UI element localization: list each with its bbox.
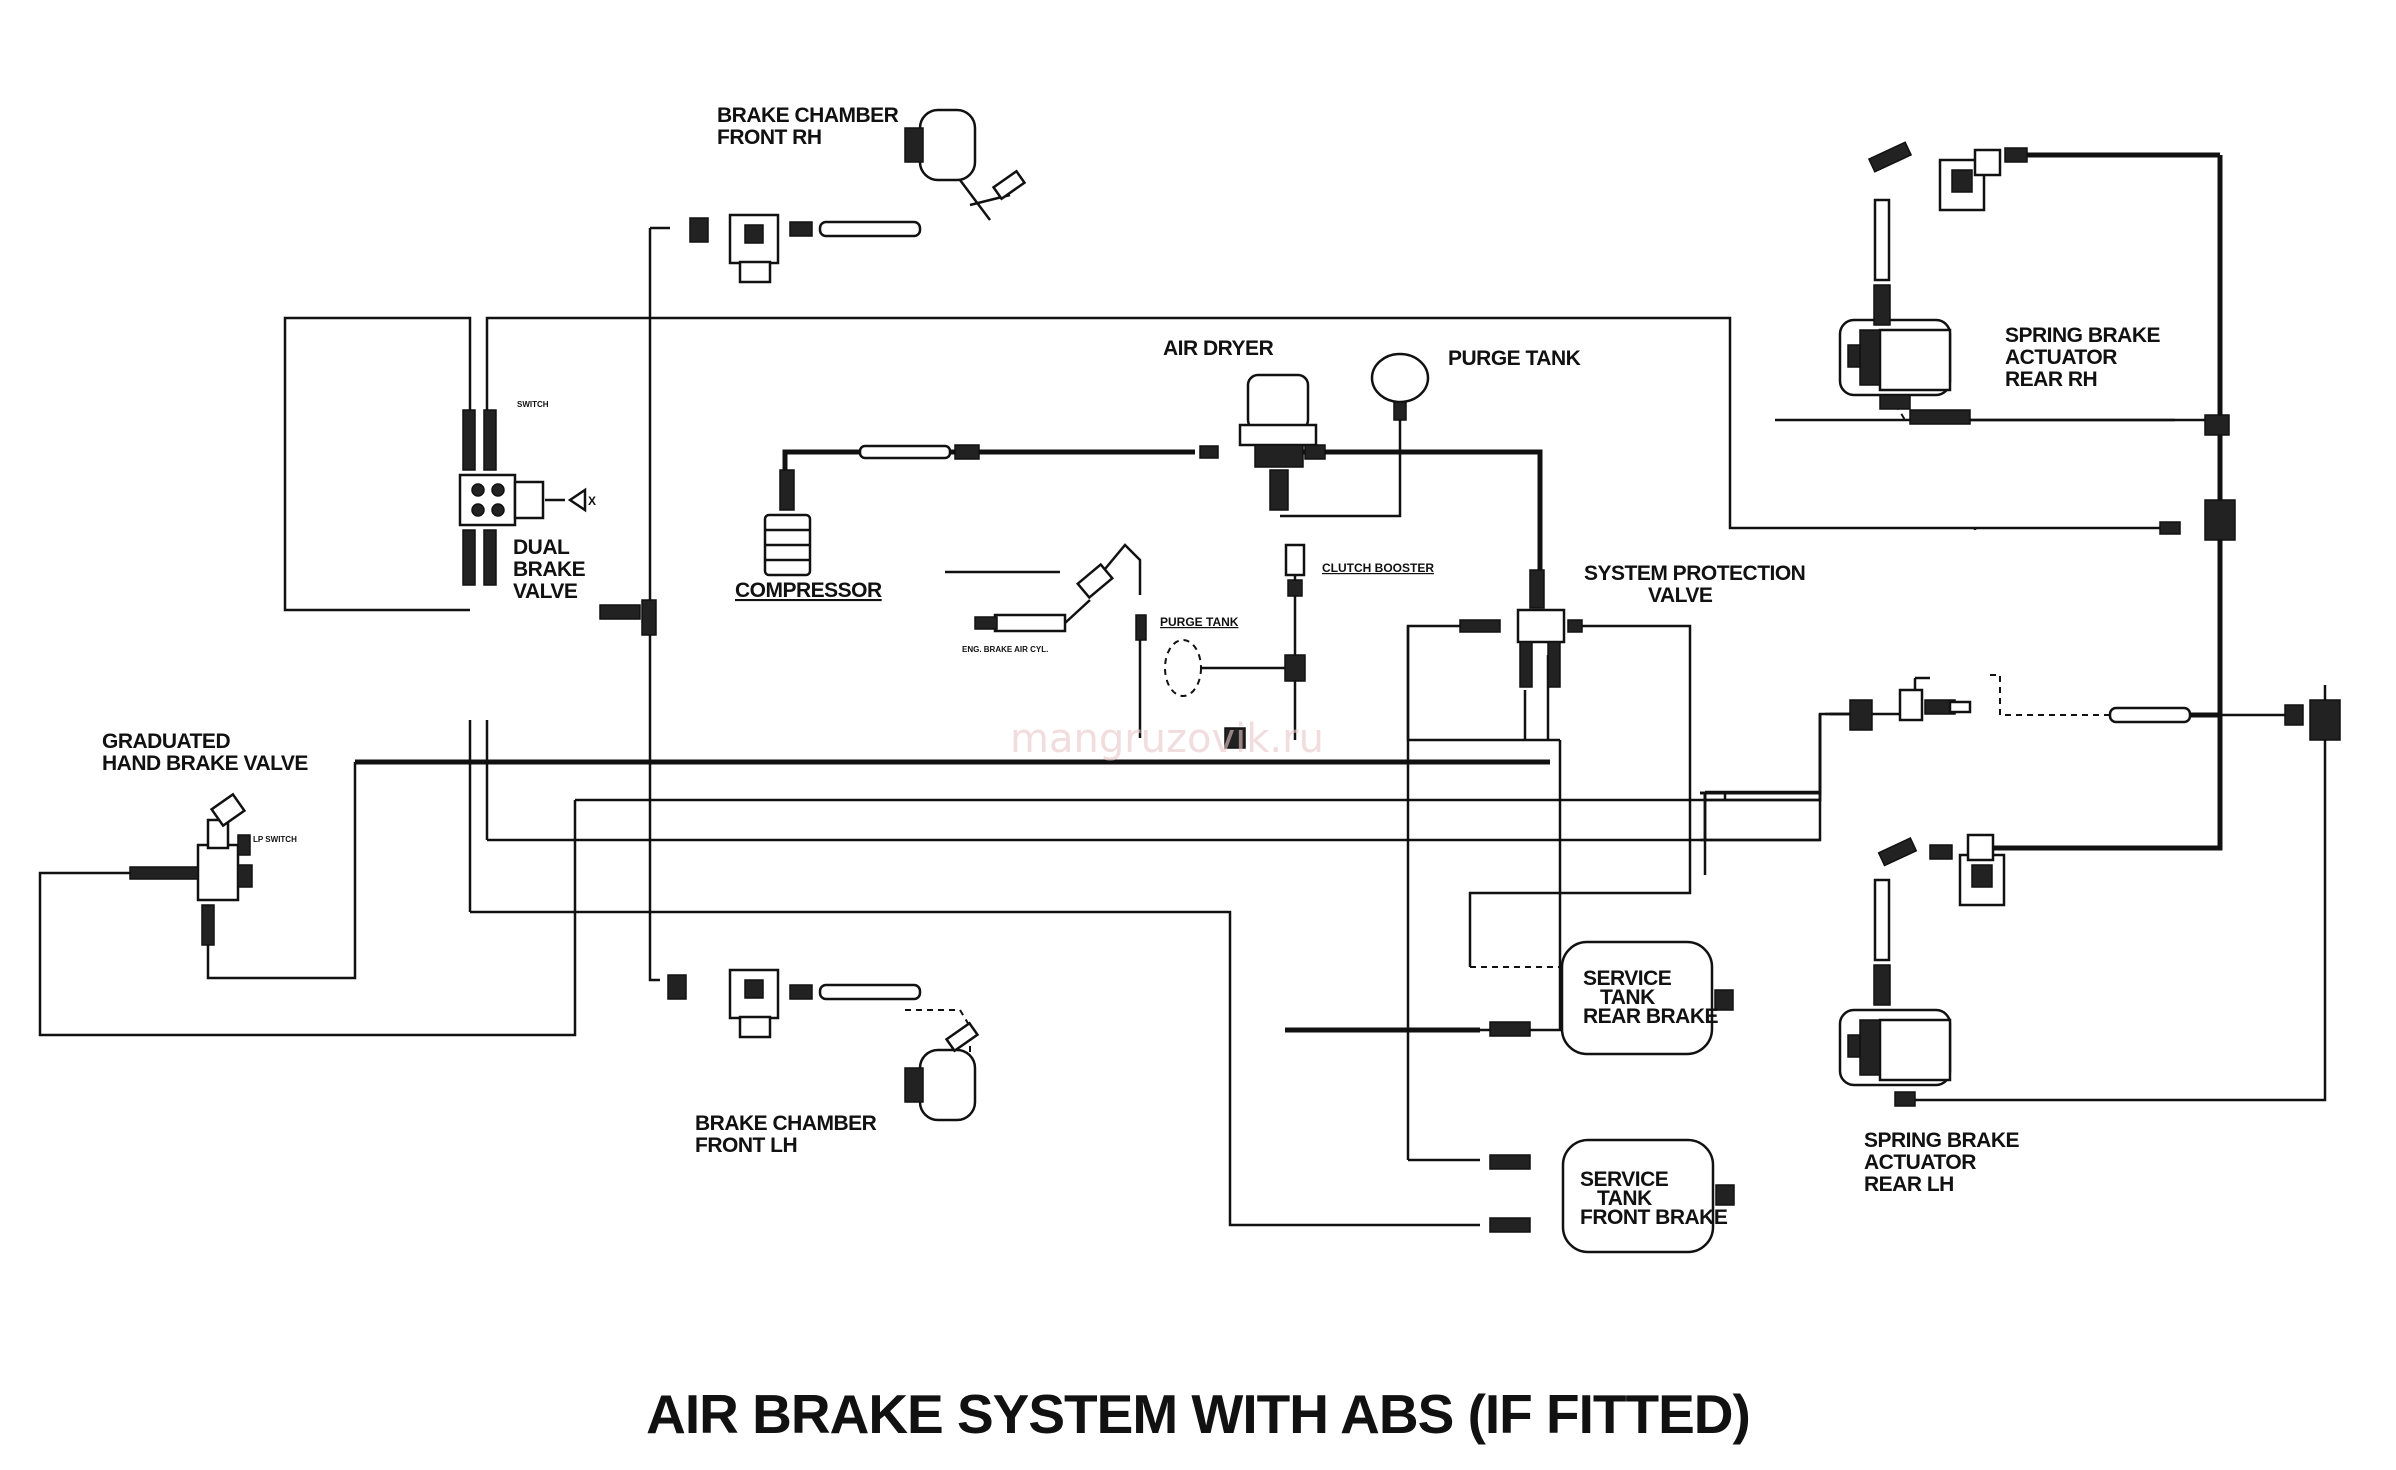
label-graduated-hand-brake-valve-2: HAND BRAKE VALVE <box>102 752 308 775</box>
engine-brake-air-cyl-icon <box>974 599 1091 633</box>
label-purge-tank-small: PURGE TANK <box>1160 615 1239 629</box>
service-tank-rear-icon <box>1489 940 1734 1056</box>
label-service-tank-rear-3: REAR BRAKE <box>1583 1005 1719 1028</box>
brake-chamber-front-lh-icon <box>904 1021 980 1122</box>
abs-modulator-front-lh-icon <box>667 968 922 1039</box>
label-spring-brake-rear-lh-2: ACTUATOR <box>1864 1151 1976 1174</box>
label-system-protection-valve-2: VALVE <box>1648 584 1713 607</box>
watermark: mangruzovik.ru <box>1010 716 1324 762</box>
label-dual-brake-valve-3: VALVE <box>513 580 578 603</box>
label-service-tank-front-3: FRONT BRAKE <box>1580 1206 1728 1229</box>
relay-valve-lh-icon <box>2284 699 2341 741</box>
abs-modulator-rear-lh-icon <box>1873 833 2006 1006</box>
label-service-tank-front-1: SERVICE <box>1580 1168 1669 1191</box>
label-brake-chamber-front-rh-1: BRAKE CHAMBER <box>717 104 899 127</box>
label-spring-brake-rear-rh-1: SPRING BRAKE <box>2005 324 2161 347</box>
label-engine-brake-air-cyl: ENG. BRAKE AIR CYL. <box>962 645 1048 654</box>
abs-modulator-rear-rh-icon <box>1867 141 2028 425</box>
spring-brake-actuator-rear-rh-icon <box>1838 318 1952 410</box>
purge-tank-icon <box>1370 352 1430 421</box>
label-lp-switch: LP SWITCH <box>253 835 297 844</box>
fittings <box>599 414 2230 749</box>
label-spring-brake-rear-lh-1: SPRING BRAKE <box>1864 1129 2020 1152</box>
system-protection-valve-icon <box>1459 569 1583 688</box>
clutch-booster-icon <box>1284 543 1306 682</box>
label-brake-chamber-front-lh-1: BRAKE CHAMBER <box>695 1112 877 1135</box>
labels: BRAKE CHAMBER FRONT RH AIR DRYER PURGE T… <box>102 104 2161 1229</box>
spring-brake-actuator-rear-lh-icon <box>1838 1008 1952 1107</box>
small-purge-tank-icon <box>1135 614 1202 697</box>
label-dual-brake-valve-1: DUAL <box>513 536 570 559</box>
compressor-hose-icon <box>858 444 980 460</box>
label-air-dryer: AIR DRYER <box>1163 337 1274 360</box>
diagram-title: AIR BRAKE SYSTEM WITH ABS (IF FITTED) <box>646 1383 1750 1445</box>
service-tank-front-icon <box>1489 1138 1735 1254</box>
label-purge-tank: PURGE TANK <box>1448 347 1581 370</box>
label-service-tank-rear-2: TANK <box>1600 986 1655 1009</box>
air-dryer-icon <box>1199 373 1326 511</box>
label-service-tank-front-2: TANK <box>1597 1187 1652 1210</box>
label-compressor: COMPRESSOR <box>735 579 882 602</box>
quick-release-valve-icon <box>1849 688 1972 731</box>
brake-chamber-front-rh-icon <box>904 108 1027 221</box>
label-graduated-hand-brake-valve-1: GRADUATED <box>102 730 230 753</box>
label-x-mark: X <box>588 494 596 508</box>
label-system-protection-valve-1: SYSTEM PROTECTION <box>1584 562 1805 585</box>
label-spring-brake-rear-rh-2: ACTUATOR <box>2005 346 2117 369</box>
pipe-network <box>38 152 2327 1227</box>
abs-modulator-front-rh-icon <box>689 213 922 284</box>
rear-hose-icon <box>2108 706 2192 724</box>
label-service-tank-rear-1: SERVICE <box>1583 967 1672 990</box>
label-brake-chamber-front-rh-2: FRONT RH <box>717 126 822 149</box>
graduated-hand-brake-valve-icon <box>129 792 253 946</box>
label-spring-brake-rear-lh-3: REAR LH <box>1864 1173 1954 1196</box>
label-brake-chamber-front-lh-2: FRONT LH <box>695 1134 797 1157</box>
label-spring-brake-rear-rh-3: REAR RH <box>2005 368 2097 391</box>
label-dual-brake-valve-2: BRAKE <box>513 558 586 581</box>
dual-brake-valve-icon <box>458 409 587 586</box>
label-switch-small: SWITCH <box>517 400 549 409</box>
compressor-icon <box>763 469 812 577</box>
engine-brake-valve-icon <box>1075 562 1115 600</box>
relay-valve-rh-icon <box>2159 499 2236 541</box>
label-clutch-booster: CLUTCH BOOSTER <box>1322 561 1434 575</box>
